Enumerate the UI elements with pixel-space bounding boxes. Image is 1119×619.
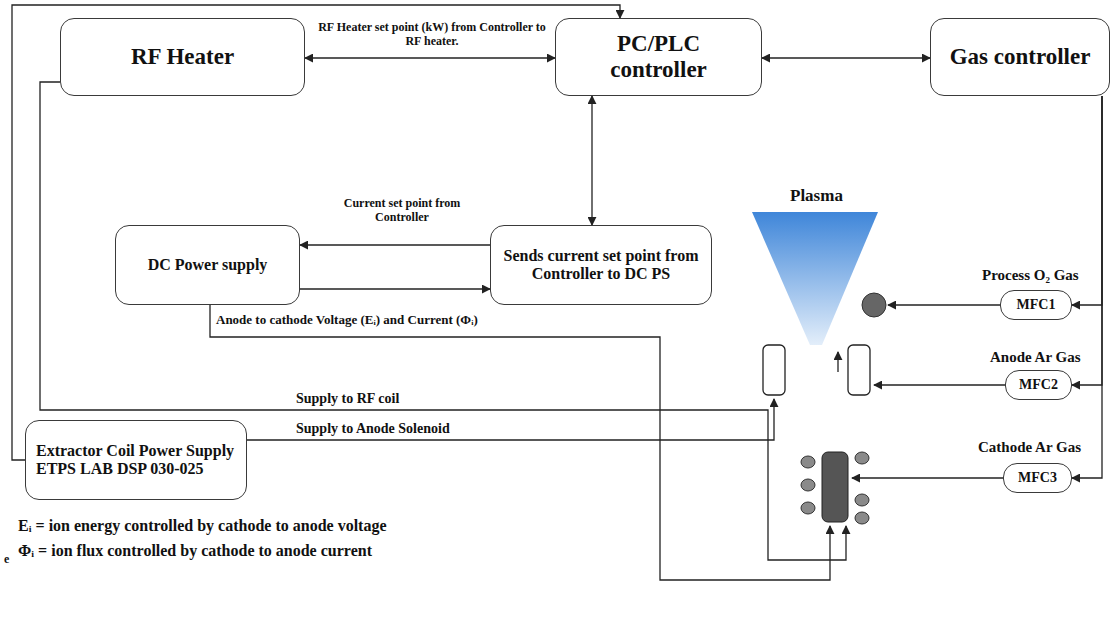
- o2-gas-line: [888, 304, 1000, 305]
- box-text: MFC2: [1019, 377, 1058, 393]
- mfc-box: MFC1: [1000, 290, 1072, 320]
- power-supply-box: Extractor Coil Power Supply ETPS LAB DSP…: [25, 420, 247, 500]
- box-text: Sends current set point from Controller …: [501, 247, 701, 284]
- note: Φᵢ = ion flux controlled by cathode to a…: [18, 541, 372, 560]
- box-text: RF Heater: [131, 44, 234, 70]
- mfc-box: MFC2: [1005, 370, 1072, 400]
- stray-mark: e: [4, 552, 9, 566]
- box-text: MFC3: [1018, 470, 1057, 486]
- connector: [1072, 96, 1102, 478]
- anode-solenoid: [763, 345, 785, 395]
- mfc-box: MFC3: [1003, 463, 1072, 493]
- connector: [300, 244, 490, 245]
- power-supply-box: DC Power supply: [115, 225, 300, 305]
- box-text: Gas controller: [950, 44, 1091, 70]
- box-text: MFC1: [1017, 297, 1056, 313]
- gas-label: Process O₂ Gas: [982, 266, 1079, 284]
- connector: [300, 288, 490, 289]
- anode-gas-line: [874, 384, 1005, 385]
- anode-cathode-wire: [210, 305, 830, 580]
- connector-label: Current set point from Controller: [325, 196, 479, 225]
- process-box: Sends current set point from Controller …: [490, 225, 712, 305]
- device-box: RF Heater: [60, 18, 305, 96]
- plasma-label: Plasma: [790, 186, 843, 206]
- plasma-flow-arrow: [837, 352, 838, 372]
- signal-label: Anode to cathode Voltage (Eᵢ) and Curren…: [216, 312, 478, 328]
- connector: [1072, 96, 1102, 385]
- o2-nozzle: [862, 293, 886, 317]
- note: Eᵢ = ion energy controlled by cathode to…: [18, 516, 387, 535]
- box-text: PC/PLC controller: [566, 31, 751, 84]
- cathode: [822, 452, 848, 522]
- gas-label: Anode Ar Gas: [990, 348, 1081, 366]
- gas-label: Cathode Ar Gas: [978, 438, 1081, 456]
- plasma-plume: [752, 212, 878, 345]
- box-text: Extractor Coil Power Supply ETPS LAB DSP…: [36, 442, 236, 479]
- connector: [591, 96, 592, 225]
- controller-box: Gas controller: [930, 18, 1110, 96]
- box-text: DC Power supply: [148, 256, 268, 274]
- controller-box: PC/PLC controller: [555, 18, 762, 96]
- cathode-coil: [801, 452, 869, 524]
- wire-label: Supply to Anode Solenoid: [296, 421, 450, 438]
- anode-solenoid: [848, 345, 870, 395]
- connector: [305, 57, 555, 58]
- connector-label: RF Heater set point (kW) from Controller…: [315, 20, 549, 49]
- connector: [762, 57, 930, 58]
- cathode-gas-line: [852, 477, 1003, 478]
- wire-label: Supply to RF coil: [296, 391, 399, 408]
